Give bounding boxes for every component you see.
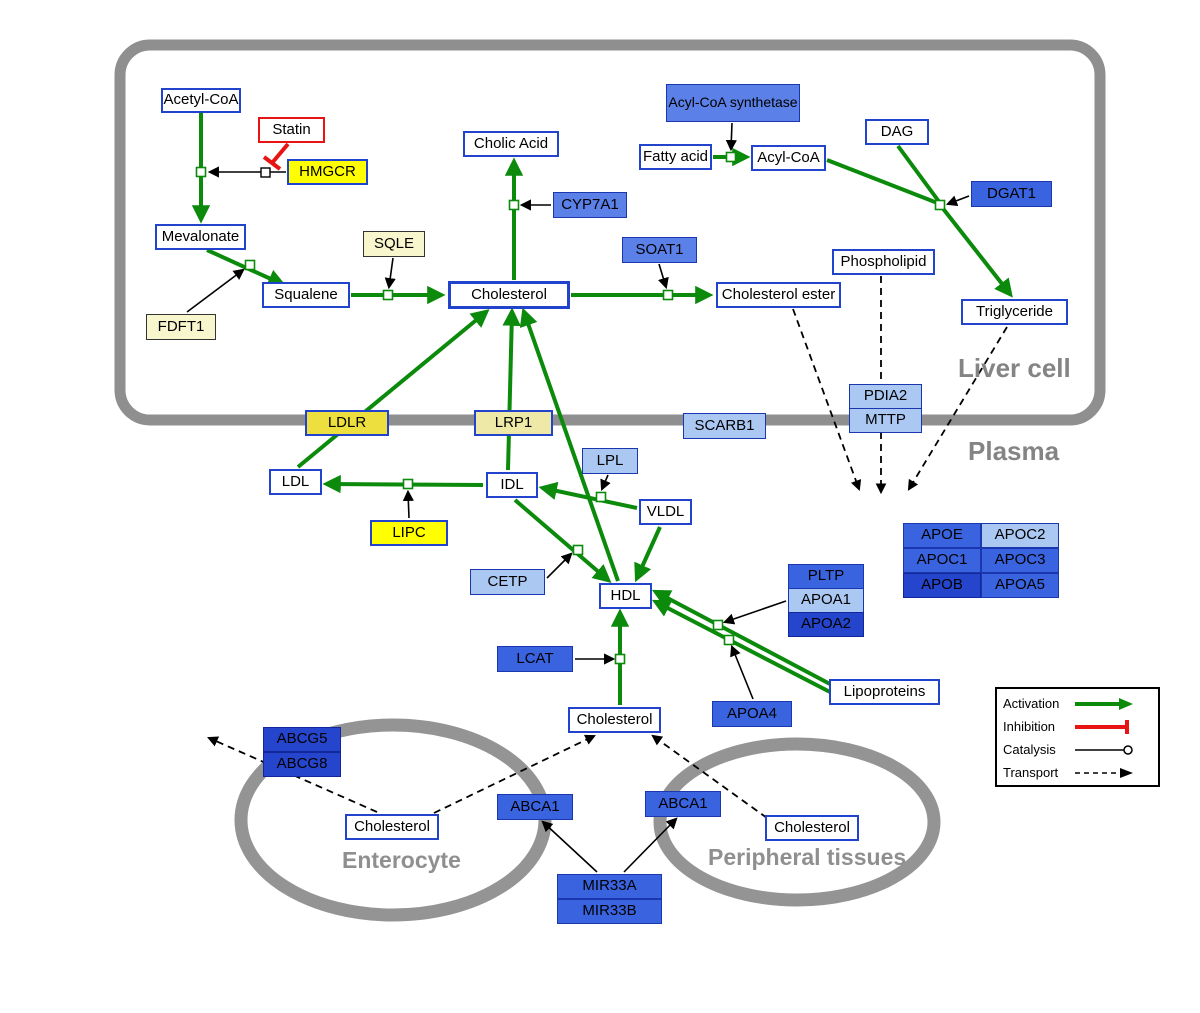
peripheral-tissues-label: Peripheral tissues — [708, 844, 907, 870]
node-abcg8[interactable]: ABCG8 — [263, 752, 341, 777]
node-sqle[interactable]: SQLE — [363, 231, 425, 257]
node-cholic-acid[interactable]: Cholic Acid — [463, 131, 559, 157]
node-abcg5[interactable]: ABCG5 — [263, 727, 341, 752]
node-ldl[interactable]: LDL — [269, 469, 322, 495]
legend-activation-label: Activation — [1003, 696, 1060, 711]
node-fatty-acid[interactable]: Fatty acid — [639, 144, 712, 170]
node-cholesterol-plasma[interactable]: Cholesterol — [568, 707, 661, 733]
node-mttp[interactable]: MTTP — [849, 408, 922, 433]
legend-row-transport: Transport — [997, 761, 1158, 784]
node-lcat[interactable]: LCAT — [497, 646, 573, 672]
node-triglyceride[interactable]: Triglyceride — [961, 299, 1068, 325]
node-hdl[interactable]: HDL — [599, 583, 652, 609]
node-phospholipid[interactable]: Phospholipid — [832, 249, 935, 275]
node-apoc2[interactable]: APOC2 — [981, 523, 1059, 548]
node-scarb1[interactable]: SCARB1 — [683, 413, 766, 439]
inhibition-tbar-icon — [1075, 719, 1129, 734]
node-pltp[interactable]: PLTP — [788, 564, 864, 589]
node-apoe[interactable]: APOE — [903, 523, 981, 548]
node-lipoproteins[interactable]: Lipoproteins — [829, 679, 940, 705]
peripheral-tissues-membrane — [653, 737, 941, 907]
node-dgat1[interactable]: DGAT1 — [971, 181, 1052, 207]
inhibition-edge — [262, 142, 290, 171]
legend-row-inhibition: Inhibition — [997, 715, 1158, 738]
compartment-shapes — [114, 39, 1106, 922]
node-idl[interactable]: IDL — [486, 472, 538, 498]
node-vldl[interactable]: VLDL — [639, 499, 692, 525]
activation-arrow-icon — [1075, 697, 1133, 710]
enterocyte-membrane — [234, 718, 552, 922]
node-acetyl-coa[interactable]: Acetyl-CoA — [161, 88, 241, 113]
node-lpl[interactable]: LPL — [582, 448, 638, 474]
node-fdft1[interactable]: FDFT1 — [146, 314, 216, 340]
node-mevalonate[interactable]: Mevalonate — [155, 224, 246, 250]
activation-edges — [191, 113, 1013, 705]
statin-target-anchor — [260, 167, 271, 178]
node-pdia2[interactable]: PDIA2 — [849, 384, 922, 409]
node-dag[interactable]: DAG — [865, 119, 929, 145]
node-cholesterol-ester[interactable]: Cholesterol ester — [716, 282, 841, 308]
node-abca1-right[interactable]: ABCA1 — [645, 791, 721, 817]
node-mir33b[interactable]: MIR33B — [557, 899, 662, 924]
catalysis-edges — [186, 122, 970, 873]
legend-row-activation: Activation — [997, 692, 1158, 715]
node-soat1[interactable]: SOAT1 — [622, 237, 697, 263]
catalysis-circle-icon — [1075, 744, 1133, 755]
node-abca1-left[interactable]: ABCA1 — [497, 794, 573, 820]
node-squalene[interactable]: Squalene — [262, 282, 350, 308]
legend-row-catalysis: Catalysis — [997, 738, 1158, 761]
transport-dashed-arrow-icon — [1075, 767, 1133, 778]
node-lipc[interactable]: LIPC — [370, 520, 448, 546]
node-lrp1[interactable]: LRP1 — [474, 410, 553, 436]
node-cholesterol-enterocyte[interactable]: Cholesterol — [345, 814, 439, 840]
node-mir33a[interactable]: MIR33A — [557, 874, 662, 899]
reaction-anchors — [195, 151, 946, 665]
node-cholesterol-liver[interactable]: Cholesterol — [448, 281, 570, 309]
enterocyte-label: Enterocyte — [342, 847, 461, 873]
node-apoc3[interactable]: APOC3 — [981, 548, 1059, 573]
legend-inhibition-label: Inhibition — [1003, 719, 1056, 734]
node-acyl-coa[interactable]: Acyl-CoA — [751, 145, 826, 171]
node-apoa4[interactable]: APOA4 — [712, 701, 792, 727]
node-apoc1[interactable]: APOC1 — [903, 548, 981, 573]
liver-cell-label: Liver cell — [958, 353, 1071, 383]
plasma-label: Plasma — [968, 436, 1060, 466]
legend: Activation Inhibition Catalysis Transpor… — [995, 687, 1160, 787]
node-ldlr[interactable]: LDLR — [305, 410, 389, 436]
node-apob[interactable]: APOB — [903, 573, 981, 598]
legend-transport-label: Transport — [1003, 765, 1059, 780]
node-acyl-coa-synthetase[interactable]: Acyl-CoA synthetase — [666, 84, 800, 122]
node-apoa2[interactable]: APOA2 — [788, 612, 864, 637]
node-apoa1[interactable]: APOA1 — [788, 588, 864, 613]
legend-catalysis-label: Catalysis — [1003, 742, 1056, 757]
node-hmgcr[interactable]: HMGCR — [287, 159, 368, 185]
node-cyp7a1[interactable]: CYP7A1 — [553, 192, 627, 218]
liver-cell-membrane — [114, 39, 1106, 426]
node-apoa5[interactable]: APOA5 — [981, 573, 1059, 598]
node-cetp[interactable]: CETP — [470, 569, 545, 595]
node-statin[interactable]: Statin — [258, 117, 325, 143]
node-cholesterol-peripheral[interactable]: Cholesterol — [765, 815, 859, 841]
